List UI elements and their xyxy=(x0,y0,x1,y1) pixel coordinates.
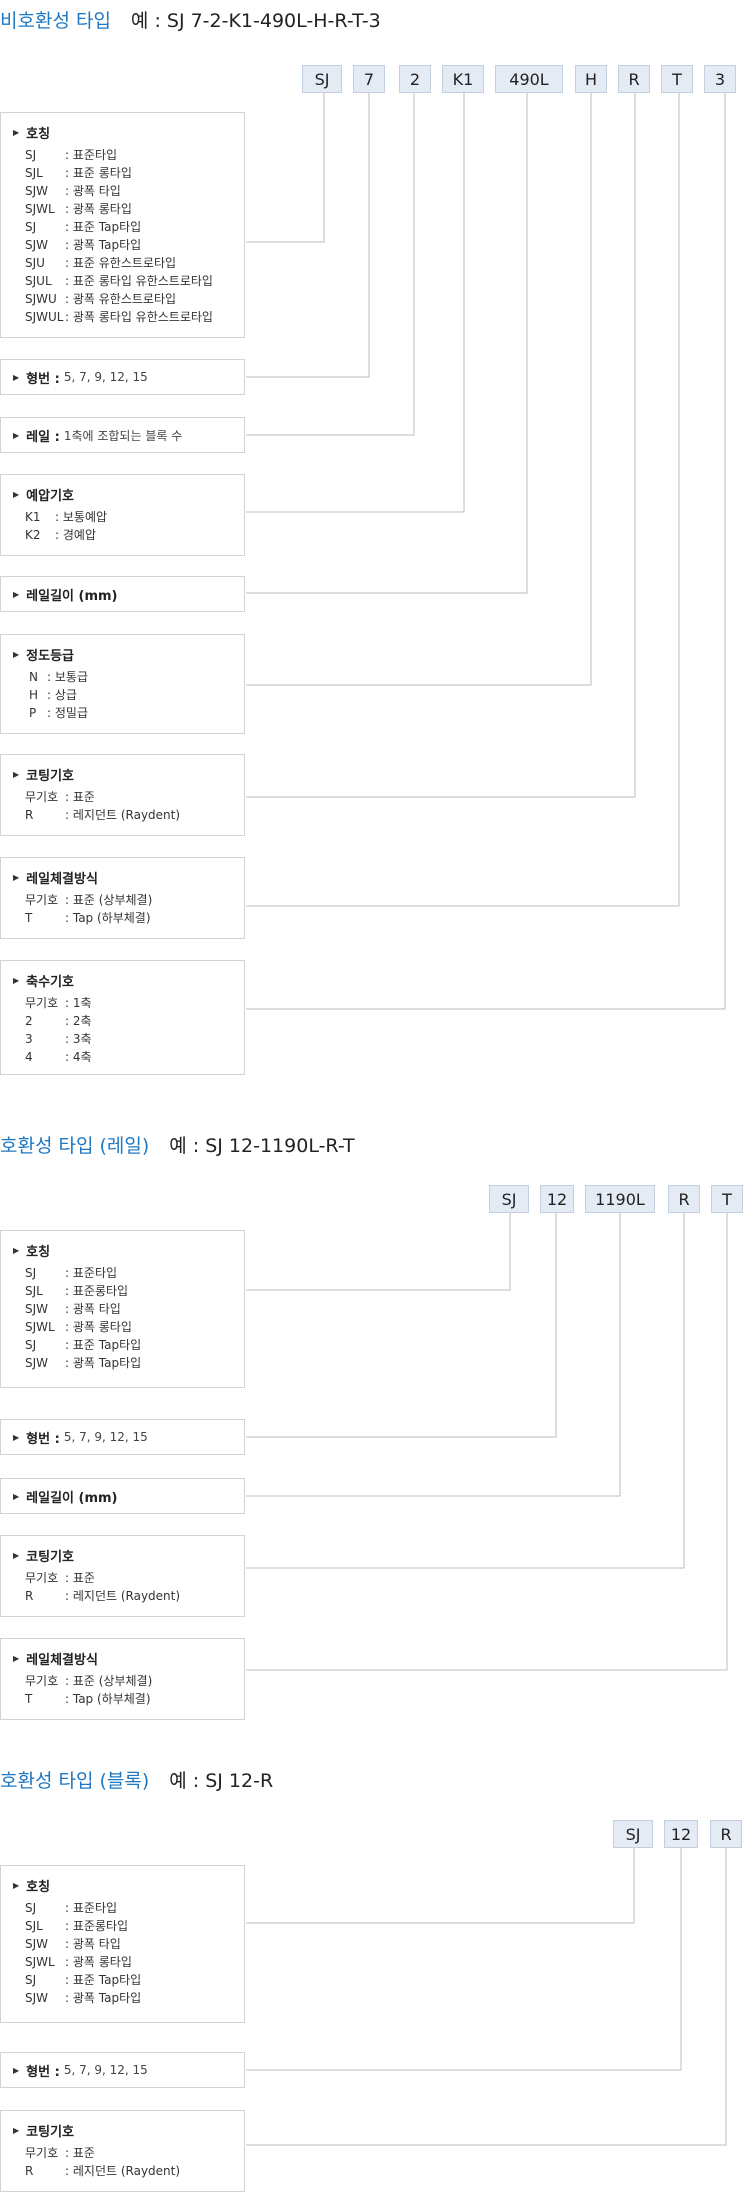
desc-line: N: 보통급 xyxy=(29,670,88,684)
desc-line: SJW: 광폭 타입 xyxy=(25,1302,121,1316)
arrow-icon: ▶ xyxy=(13,2126,20,2135)
desc-line: 2: 2축 xyxy=(25,1014,92,1028)
desc-line: SJW: 광폭 타입 xyxy=(25,184,121,198)
code-box: T xyxy=(661,65,693,93)
arrow-icon: ▶ xyxy=(13,1491,20,1501)
desc-line: P: 정밀급 xyxy=(29,706,88,720)
desc-accuracy-grade: ▶정도등급 N: 보통급 H: 상급 P: 정밀급 xyxy=(0,634,245,734)
code-box: R xyxy=(710,1820,742,1848)
desc-designation: ▶호칭 SJ: 표준타입 SJL: 표준 롱타입 SJW: 광폭 타입 SJWL… xyxy=(0,112,245,338)
desc-line: SJ: 표준 Tap타입 xyxy=(25,1973,142,1987)
code-box: 2 xyxy=(399,65,431,93)
code-box: SJ xyxy=(613,1820,653,1848)
desc-line: SJWU: 광폭 유한스트로타입 xyxy=(25,292,177,306)
desc-rail-length: ▶레일길이 (mm) xyxy=(0,576,245,612)
code-box: SJ xyxy=(302,65,342,93)
desc-line: SJW: 광폭 Tap타입 xyxy=(25,238,142,252)
arrow-icon: ▶ xyxy=(13,490,20,499)
desc-line: SJ: 표준타입 xyxy=(25,1266,118,1280)
arrow-icon: ▶ xyxy=(13,1654,20,1663)
code-box: 3 xyxy=(704,65,736,93)
desc-line: SJ: 표준 Tap타입 xyxy=(25,220,142,234)
desc-line: 무기호: 표준 xyxy=(25,2146,95,2160)
desc-line: R: 레지던트 (Raydent) xyxy=(25,1589,181,1603)
desc-line: 무기호: 표준 (상부체결) xyxy=(25,893,153,907)
desc-line: H: 상급 xyxy=(29,688,77,702)
desc-coating: ▶코팅기호 무기호: 표준 R: 레지던트 (Raydent) xyxy=(0,754,245,836)
arrow-icon: ▶ xyxy=(13,770,20,779)
arrow-icon: ▶ xyxy=(13,976,20,985)
code-box: K1 xyxy=(442,65,484,93)
code-box: H xyxy=(575,65,607,93)
desc-line: R: 레지던트 (Raydent) xyxy=(25,2164,181,2178)
desc-preload: ▶예압기호 K1: 보통예압 K2: 경예압 xyxy=(0,474,245,556)
code-box: SJ xyxy=(489,1185,529,1213)
section-compatible-block: 호환성 타입 (블록)예 : SJ 12-R SJ 12 R ▶호칭 SJ: 표… xyxy=(0,1760,755,2192)
desc-line: K2: 경예압 xyxy=(25,528,96,542)
desc-line: SJW: 광폭 Tap타입 xyxy=(25,1991,142,2005)
code-box: T xyxy=(711,1185,743,1213)
arrow-icon: ▶ xyxy=(13,650,20,659)
desc-line: SJWUL: 광폭 롱타입 유한스트로타입 xyxy=(25,310,213,324)
desc-line: SJU: 표준 유한스트로타입 xyxy=(25,256,177,270)
desc-line: SJ: 표준타입 xyxy=(25,148,118,162)
code-box: R xyxy=(668,1185,700,1213)
code-box: 7 xyxy=(353,65,385,93)
arrow-icon: ▶ xyxy=(13,372,20,382)
arrow-icon: ▶ xyxy=(13,1246,20,1255)
desc-line: 무기호: 표준 xyxy=(25,1571,95,1585)
desc-axis-count: ▶축수기호 무기호: 1축 2: 2축 3: 3축 4: 4축 xyxy=(0,960,245,1075)
desc-coating: ▶코팅기호 무기호: 표준 R: 레지던트 (Raydent) xyxy=(0,2110,245,2192)
desc-model-number: ▶형번 :5, 7, 9, 12, 15 xyxy=(0,2052,245,2088)
desc-line: R: 레지던트 (Raydent) xyxy=(25,808,181,822)
desc-line: SJWL: 광폭 롱타입 xyxy=(25,1320,132,1334)
desc-line: SJL: 표준롱타입 xyxy=(25,1919,129,1933)
desc-line: T: Tap (하부체결) xyxy=(25,911,151,925)
desc-designation: ▶호칭 SJ: 표준타입 SJL: 표준롱타입 SJW: 광폭 타입 SJWL:… xyxy=(0,1865,245,2023)
code-box: 12 xyxy=(540,1185,574,1213)
desc-line: 무기호: 1축 xyxy=(25,996,92,1010)
arrow-icon: ▶ xyxy=(13,430,20,440)
desc-line: K1: 보통예압 xyxy=(25,510,108,524)
desc-line: T: Tap (하부체결) xyxy=(25,1692,151,1706)
section-title: 호환성 타입 (블록)예 : SJ 12-R xyxy=(0,1770,274,1792)
desc-line: 4: 4축 xyxy=(25,1050,92,1064)
desc-rail-mounting: ▶레일체결방식 무기호: 표준 (상부체결) T: Tap (하부체결) xyxy=(0,1638,245,1720)
arrow-icon: ▶ xyxy=(13,1432,20,1442)
arrow-icon: ▶ xyxy=(13,2065,20,2075)
desc-designation: ▶호칭 SJ: 표준타입 SJL: 표준롱타입 SJW: 광폭 타입 SJWL:… xyxy=(0,1230,245,1388)
section-compatible-rail: 호환성 타입 (레일)예 : SJ 12-1190L-R-T SJ 12 119… xyxy=(0,1125,755,1720)
code-box: 12 xyxy=(664,1820,698,1848)
desc-line: SJL: 표준롱타입 xyxy=(25,1284,129,1298)
desc-line: SJW: 광폭 Tap타입 xyxy=(25,1356,142,1370)
arrow-icon: ▶ xyxy=(13,128,20,137)
code-box: R xyxy=(618,65,650,93)
code-box: 490L xyxy=(495,65,563,93)
desc-model-number: ▶형번 :5, 7, 9, 12, 15 xyxy=(0,359,245,395)
section-title: 호환성 타입 (레일)예 : SJ 12-1190L-R-T xyxy=(0,1135,355,1157)
desc-line: SJW: 광폭 타입 xyxy=(25,1937,121,1951)
arrow-icon: ▶ xyxy=(13,1551,20,1560)
code-box: 1190L xyxy=(585,1185,655,1213)
desc-line: SJUL: 표준 롱타입 유한스트로타입 xyxy=(25,274,213,288)
desc-rail-mounting: ▶레일체결방식 무기호: 표준 (상부체결) T: Tap (하부체결) xyxy=(0,857,245,939)
desc-line: 무기호: 표준 xyxy=(25,790,95,804)
arrow-icon: ▶ xyxy=(13,873,20,882)
desc-line: SJ: 표준 Tap타입 xyxy=(25,1338,142,1352)
desc-rail: ▶레일 :1축에 조합되는 블록 수 xyxy=(0,417,245,453)
desc-model-number: ▶형번 :5, 7, 9, 12, 15 xyxy=(0,1419,245,1455)
desc-line: SJ: 표준타입 xyxy=(25,1901,118,1915)
desc-line: 무기호: 표준 (상부체결) xyxy=(25,1674,153,1688)
desc-rail-length: ▶레일길이 (mm) xyxy=(0,1478,245,1514)
desc-line: 3: 3축 xyxy=(25,1032,92,1046)
arrow-icon: ▶ xyxy=(13,589,20,599)
desc-line: SJWL: 광폭 롱타입 xyxy=(25,1955,132,1969)
desc-line: SJWL: 광폭 롱타입 xyxy=(25,202,132,216)
arrow-icon: ▶ xyxy=(13,1881,20,1890)
desc-line: SJL: 표준 롱타입 xyxy=(25,166,132,180)
desc-coating: ▶코팅기호 무기호: 표준 R: 레지던트 (Raydent) xyxy=(0,1535,245,1617)
